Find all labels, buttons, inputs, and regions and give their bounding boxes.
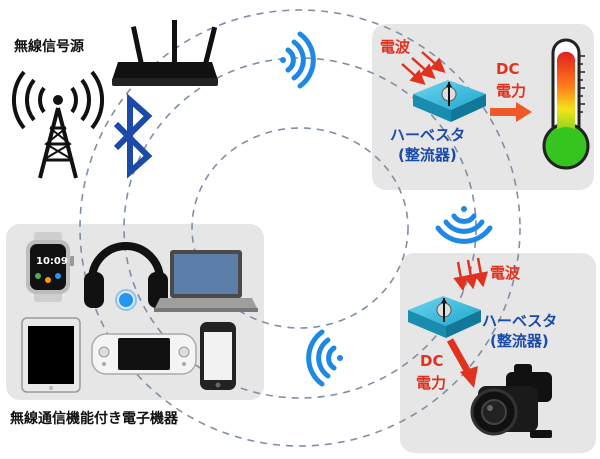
- thermometer-icon: [542, 38, 590, 170]
- smartphone-icon: [200, 322, 236, 390]
- dc-label-bottom-1: DC: [420, 352, 444, 370]
- dc-arrow-top: [490, 102, 532, 122]
- signal-ring-inner: [191, 127, 409, 329]
- harvester-chip-icon-bottom: [408, 296, 481, 338]
- bluetooth-icon: [113, 93, 153, 179]
- radio-wave-label-bottom: 電波: [490, 264, 521, 282]
- dc-label-top-1: DC: [496, 60, 520, 78]
- headphones-icon: [84, 242, 168, 311]
- signal-ring-outer: [79, 9, 521, 447]
- wireless-source-label: 無線信号源: [14, 39, 84, 55]
- harvester-label-top-1: ハーベスタ: [390, 126, 466, 144]
- antenna-tower-icon: [12, 70, 104, 179]
- radio-wave-arrows-bottom: [453, 257, 489, 292]
- harvester-label-top-2: (整流器): [398, 146, 457, 164]
- wireless-devices-label: 無線通信機能付き電子機器: [10, 411, 178, 427]
- wifi-icon-right: [435, 206, 493, 244]
- tablet-icon: [21, 317, 81, 393]
- camera-icon: [470, 364, 552, 438]
- dc-label-bottom-2: 電力: [416, 374, 447, 392]
- game-console-icon: [91, 333, 197, 375]
- harvester-label-bottom-2: (整流器): [490, 332, 549, 350]
- wifi-icon-top: [280, 31, 316, 89]
- smartwatch-icon: [26, 232, 74, 302]
- harvester-chip-icon-top: [413, 80, 486, 122]
- radio-wave-label-top: 電波: [380, 38, 411, 56]
- wifi-icon-bottom: [306, 329, 343, 387]
- router-icon: [112, 20, 218, 86]
- dc-label-top-2: 電力: [496, 82, 527, 100]
- radio-wave-arrows-top: [401, 51, 446, 85]
- watch-time: 10:09: [36, 256, 68, 267]
- dc-arrow-bottom: [446, 338, 478, 388]
- laptop-icon: [154, 250, 258, 312]
- harvester-label-bottom-1: ハーベスタ: [482, 312, 558, 330]
